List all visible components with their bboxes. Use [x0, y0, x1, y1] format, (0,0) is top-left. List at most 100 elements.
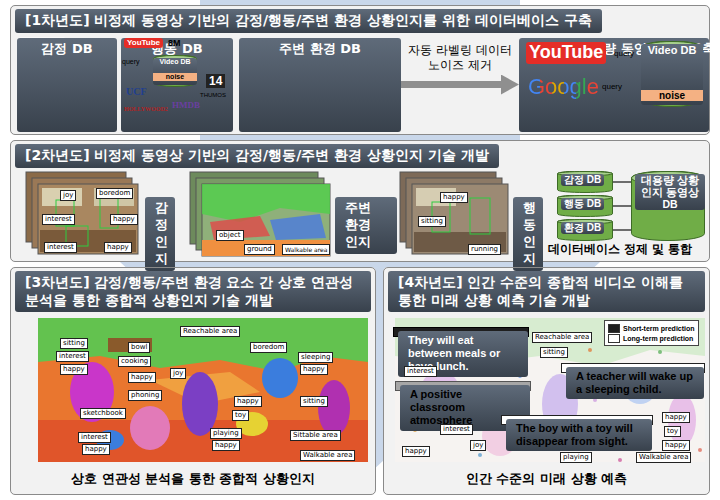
action-frames-part — [470, 198, 490, 234]
image-tag: Walkable area — [282, 244, 330, 255]
panel-fill-part — [10, 5, 710, 135]
connector — [401, 81, 503, 88]
image-tag: sketchbook — [80, 408, 126, 419]
noise-label: noise — [153, 73, 197, 81]
prediction-scene-part-part — [478, 453, 482, 457]
group-caption: 데이터베이스 정제 및 통합 — [548, 243, 692, 257]
image-group: 감정 DB — [17, 35, 117, 134]
legend-text: Long-term prediction — [623, 334, 693, 343]
cylinder-body — [632, 171, 705, 241]
image-tag: interest — [404, 366, 437, 377]
small-note: THUMOS — [200, 92, 226, 99]
small-note: query — [614, 49, 634, 59]
group-caption: 행동 인지 — [513, 197, 543, 271]
small-note: query — [602, 82, 622, 92]
prediction-scene-part-part — [658, 350, 662, 354]
relation-scene-part — [262, 358, 298, 398]
group-caption: 감정 DB — [17, 38, 117, 132]
prediction-callout: A positive classroom atmosphere — [395, 381, 531, 391]
emotion-frames — [26, 172, 138, 254]
image-tag: interest — [44, 242, 77, 253]
image-tag: playing — [210, 428, 242, 439]
image-tag: happy — [402, 446, 430, 457]
connector — [613, 181, 631, 183]
image-group: 주변 환경 DB — [239, 35, 401, 134]
panel-heading: [2차년도] 비정제 동영상 기반의 감정/행동/주변 환경 상황인지 기술 개… — [15, 144, 499, 168]
scene-frames — [190, 172, 330, 256]
prediction-scene-part-part — [698, 448, 702, 452]
group-caption: 주변 환경 인지 — [335, 197, 397, 254]
image-tag: object — [216, 230, 244, 241]
image-tag: joy — [60, 190, 76, 201]
action-frames — [400, 172, 508, 254]
image-tag: sitting — [418, 216, 446, 227]
legend-swatch — [608, 324, 620, 333]
connector — [613, 205, 631, 207]
logo-text: YouTube — [526, 42, 606, 64]
prediction-scene-part-part — [618, 458, 622, 462]
emotion-frames-part — [42, 188, 82, 206]
image-tag: happy — [212, 440, 240, 451]
cylinder-body — [558, 219, 613, 241]
prediction-callout: A teacher will wake up a sleeping child. — [561, 363, 705, 373]
database-cylinder: 대용량 상황인지 동영상 DB — [631, 171, 705, 241]
panel-caption: 인간 수준의 미래 상황 예측 — [384, 471, 709, 488]
image-tag: happy — [300, 364, 328, 375]
image-tag: toy — [232, 410, 249, 421]
image-tag: boredom — [96, 188, 133, 199]
image-tag: bowl — [128, 342, 150, 353]
relation-scene-part — [182, 372, 218, 436]
prediction-scene-part — [395, 318, 705, 462]
image-tag: boredom — [250, 342, 287, 353]
callout-text: A teacher will wake up a sleeping child. — [566, 367, 704, 399]
image-tag: Reachable area — [180, 326, 240, 337]
logo-text: YouTube — [124, 38, 163, 48]
cylinder-body — [154, 55, 197, 87]
stage-panel: [1차년도] 비정제 동영상 기반의 감정/행동/주변 환경 상황인지를 위한 … — [10, 5, 710, 135]
scene-frames-part — [202, 240, 330, 256]
scene-frames-part — [202, 184, 330, 256]
legend-text: Short-term prediction — [623, 324, 695, 333]
legend-swatch — [608, 334, 620, 343]
dataset-name: HOLLYWOOD2 — [124, 106, 168, 113]
image-tag: sitting — [300, 396, 328, 407]
prediction-scene — [395, 318, 705, 462]
scene-frames-part — [210, 216, 270, 240]
relation-scene-part — [130, 406, 170, 450]
image-tag: Sittable area — [290, 430, 341, 441]
image-tag: interest — [42, 214, 75, 225]
image-tag: interest — [56, 351, 89, 362]
prediction-scene-part-part — [588, 348, 592, 352]
image-tag: happy — [662, 440, 690, 451]
dataset-name: UCF — [126, 86, 147, 98]
panel-fill-part — [383, 267, 710, 495]
database-cylinder: 행동 DB — [557, 195, 613, 217]
image-tag: interest — [78, 432, 111, 443]
group-caption: 감정 인지 — [145, 197, 175, 271]
db-label: 행동 DB — [561, 198, 604, 210]
edge-label: 자동 라벨링 데이터 노이즈 제거 — [402, 43, 518, 73]
dataset-name: 8M — [168, 38, 181, 49]
cylinder-body — [558, 171, 613, 193]
database-cylinder: 환경 DB — [557, 219, 613, 241]
image-tag: sitting — [60, 338, 88, 349]
relation-scene-part — [108, 338, 152, 352]
image-tag: ground — [244, 244, 275, 255]
panel-fill — [10, 5, 710, 495]
prediction-callout: They will eat between meals or have lunc… — [393, 327, 529, 337]
db-label: 환경 DB — [561, 222, 604, 234]
cylinder-body — [642, 41, 703, 107]
image-tag: sitting — [540, 347, 568, 358]
logo-text: Google — [528, 74, 599, 100]
image-tag: joy — [470, 440, 486, 451]
db-label: 대용량 상황인지 동영상 DB — [635, 174, 705, 210]
group-caption: 주변 환경 DB — [239, 38, 401, 132]
noise-label: noise — [641, 90, 703, 102]
image-tag: happy — [128, 372, 156, 383]
dataset-name: HMDB — [172, 100, 200, 111]
image-tag: Reachable area — [532, 332, 592, 343]
image-tag: happy — [104, 242, 132, 253]
image-tag: happy — [82, 444, 110, 455]
image-tag: toy — [664, 426, 681, 437]
